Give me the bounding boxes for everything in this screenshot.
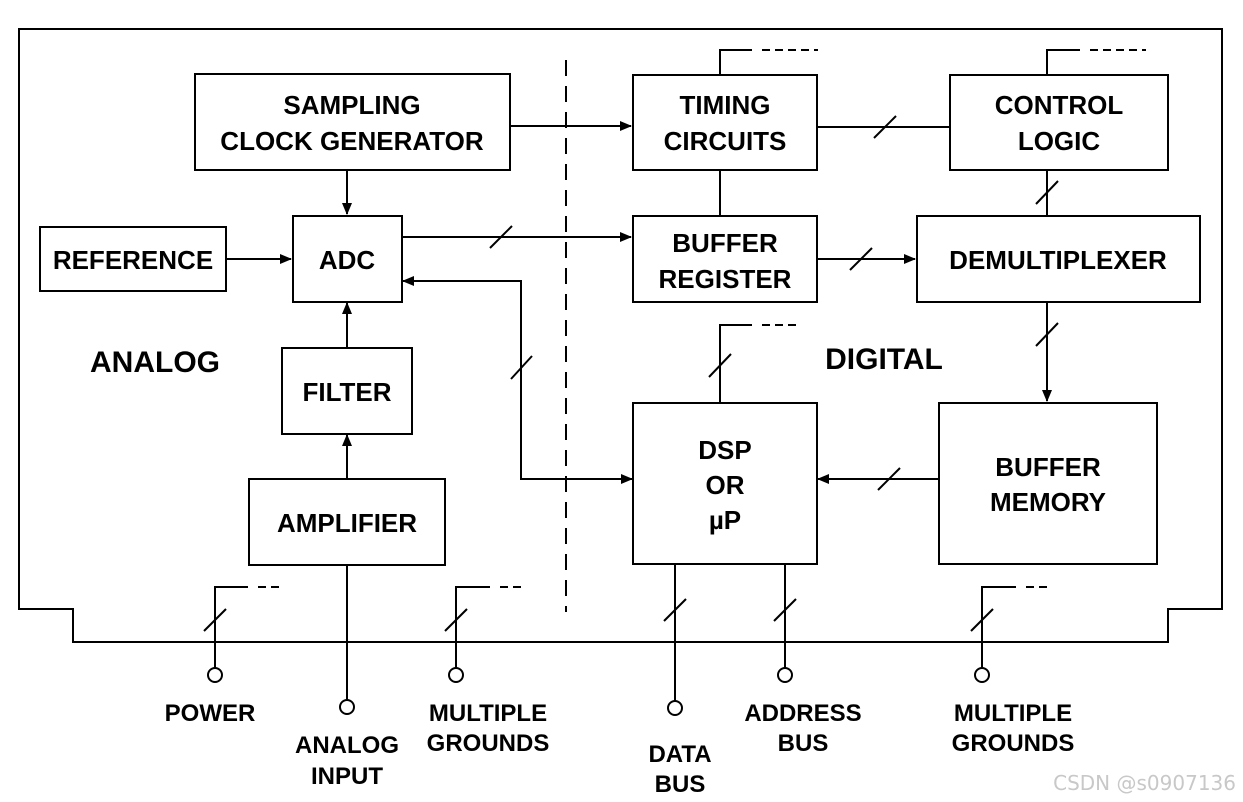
address-bus-label-2: BUS	[778, 730, 829, 757]
reference-label: REFERENCE	[53, 245, 213, 275]
sampling-clock-label-2: CLOCK GENERATOR	[220, 126, 484, 156]
block-reference: REFERENCE	[39, 226, 227, 292]
amplifier-label: AMPLIFIER	[277, 508, 417, 538]
grounds-right-label-2: GROUNDS	[952, 730, 1075, 757]
dsp-label-1: DSP	[698, 435, 751, 465]
analog-input-label-2: INPUT	[311, 763, 383, 790]
address-bus-pin	[777, 667, 793, 683]
chip-outline	[18, 28, 1223, 643]
block-control-logic: CONTROL LOGIC	[949, 74, 1169, 171]
timing-label-1: TIMING	[680, 90, 771, 120]
block-sampling-clock: SAMPLING CLOCK GENERATOR	[194, 73, 511, 171]
buffer-memory-label-1: BUFFER	[995, 452, 1101, 482]
dsp-label-2: OR	[706, 470, 745, 500]
block-buffer-memory: BUFFER MEMORY	[938, 402, 1158, 565]
buffer-register-label-2: REGISTER	[659, 264, 792, 294]
power-pin	[207, 667, 223, 683]
block-demultiplexer: DEMULTIPLEXER	[916, 215, 1201, 303]
block-dsp: DSP OR µP	[632, 402, 818, 565]
grounds-left-label-2: GROUNDS	[427, 730, 550, 757]
demux-label: DEMULTIPLEXER	[949, 245, 1167, 275]
buffer-memory-label-2: MEMORY	[990, 487, 1106, 517]
filter-label: FILTER	[302, 377, 391, 407]
connections	[226, 49, 1146, 491]
data-bus-pin	[667, 700, 683, 716]
block-filter: FILTER	[281, 347, 413, 435]
block-timing-circuits: TIMING CIRCUITS	[632, 74, 818, 171]
sampling-clock-label-1: SAMPLING	[283, 90, 420, 120]
watermark: CSDN @s0907136	[1053, 771, 1236, 795]
data-bus-label-2: BUS	[655, 771, 706, 798]
dsp-label-3: µP	[709, 505, 741, 535]
digital-zone-label: DIGITAL	[825, 343, 943, 376]
data-bus-label-1: DATA	[648, 741, 711, 768]
grounds-left-label-1: MULTIPLE	[429, 700, 547, 727]
block-adc: ADC	[292, 215, 403, 303]
control-label-1: CONTROL	[995, 90, 1124, 120]
block-buffer-register: BUFFER REGISTER	[632, 215, 818, 303]
analog-input-label-1: ANALOG	[295, 732, 399, 759]
grounds-left-pin	[448, 667, 464, 683]
grounds-right-label-1: MULTIPLE	[954, 700, 1072, 727]
control-label-2: LOGIC	[1018, 126, 1101, 156]
address-bus-label-1: ADDRESS	[744, 700, 861, 727]
analog-zone-label: ANALOG	[90, 346, 220, 379]
grounds-right-pin	[974, 667, 990, 683]
timing-label-2: CIRCUITS	[664, 126, 787, 156]
adc-label: ADC	[319, 245, 376, 275]
analog-input-pin	[339, 699, 355, 715]
buffer-register-label-1: BUFFER	[672, 228, 778, 258]
pins	[203, 564, 1050, 716]
power-label: POWER	[165, 700, 256, 727]
block-amplifier: AMPLIFIER	[248, 478, 446, 566]
